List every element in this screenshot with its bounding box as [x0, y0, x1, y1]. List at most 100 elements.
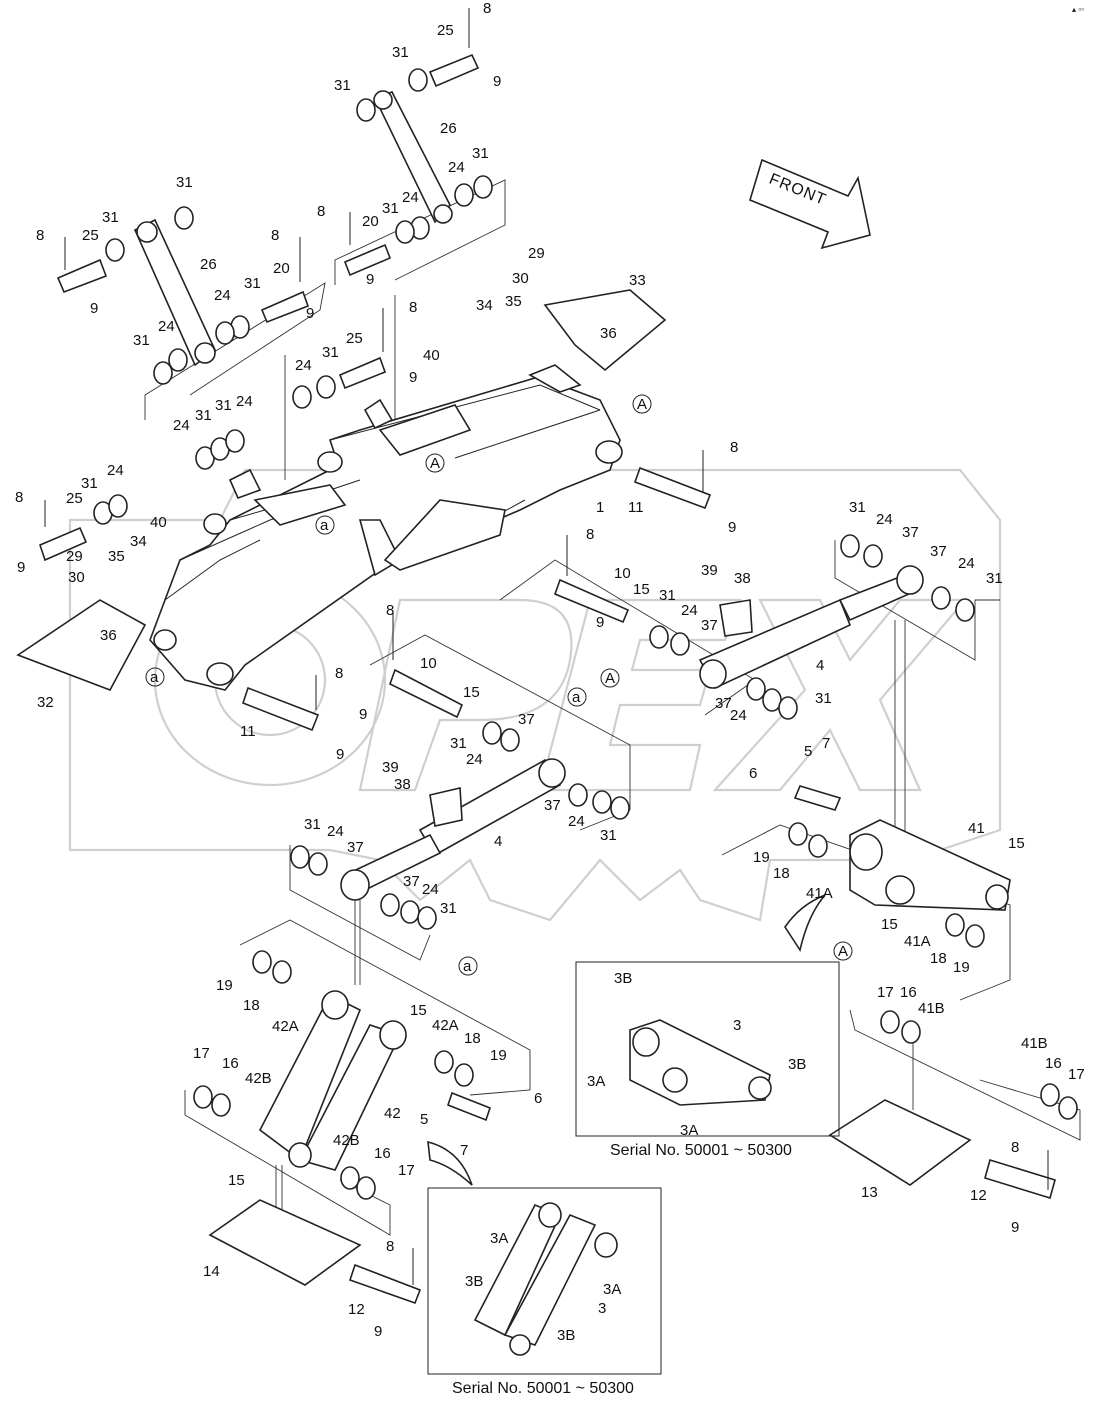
callout-circle	[425, 453, 445, 473]
callout-label-29: 29	[528, 245, 545, 262]
callout-label-8: 8	[271, 227, 279, 244]
callout-label-37: 37	[544, 797, 561, 814]
washer	[168, 348, 188, 372]
callout-label-17: 17	[193, 1045, 210, 1062]
washer	[473, 175, 493, 199]
washer	[108, 494, 128, 518]
washer	[568, 783, 588, 807]
front-direction-arrow: FRONT	[749, 158, 871, 250]
callout-label-32: 32	[37, 694, 54, 711]
callout-label-3A: 3A	[587, 1073, 605, 1090]
callout-label-35: 35	[505, 293, 522, 310]
callout-label-9: 9	[366, 271, 374, 288]
callout-label-24: 24	[158, 318, 175, 335]
inset-pointer-upper	[784, 894, 826, 953]
callout-label-8: 8	[317, 203, 325, 220]
callout-label-24: 24	[730, 707, 747, 724]
washer	[225, 429, 245, 453]
callout-label-A: A	[637, 396, 647, 413]
callout-label-24: 24	[681, 602, 698, 619]
callout-label-37: 37	[403, 873, 420, 890]
washer	[417, 906, 437, 930]
washer	[1058, 1096, 1078, 1120]
callout-label-37: 37	[715, 695, 732, 712]
corner-mark: ▴ ▫▫	[1072, 5, 1084, 14]
washer	[395, 220, 415, 244]
callout-label-40: 40	[423, 347, 440, 364]
parts-geometry	[16, 8, 1078, 1356]
callout-label-26: 26	[440, 120, 457, 137]
washer	[670, 632, 690, 656]
washer	[500, 728, 520, 752]
callout-label-15: 15	[463, 684, 480, 701]
callout-label-31: 31	[450, 735, 467, 752]
inset-caption-upper: Serial No. 50001 ~ 50300	[610, 1142, 792, 1159]
callout-label-24: 24	[876, 511, 893, 528]
callout-label-41: 41	[968, 820, 985, 837]
washer	[215, 321, 235, 345]
callout-label-37: 37	[930, 543, 947, 560]
callout-label-41A: 41A	[806, 885, 833, 902]
inset-pointer-lower	[427, 1140, 473, 1186]
callout-label-10: 10	[614, 565, 631, 582]
callout-circle	[458, 956, 478, 976]
callout-label-24: 24	[568, 813, 585, 830]
callout-circle	[567, 687, 587, 707]
callout-label-14: 14	[203, 1263, 220, 1280]
callout-label-9: 9	[409, 369, 417, 386]
callout-label-7: 7	[822, 735, 830, 752]
washer	[454, 183, 474, 207]
callout-label-a: a	[463, 958, 472, 975]
watermark-logo	[68, 468, 1002, 922]
callout-label-15: 15	[228, 1172, 245, 1189]
callout-label-A: A	[605, 670, 615, 687]
callout-label-8: 8	[409, 299, 417, 316]
washer	[316, 375, 336, 399]
callout-label-5: 5	[420, 1111, 428, 1128]
callout-label-24: 24	[173, 417, 190, 434]
callout-label-19: 19	[490, 1047, 507, 1064]
callout-label-3: 3	[733, 1017, 741, 1034]
callout-label-16: 16	[1045, 1055, 1062, 1072]
callout-label-30: 30	[512, 270, 529, 287]
callout-label-3A: 3A	[680, 1122, 698, 1139]
callout-label-40: 40	[150, 514, 167, 531]
callout-label-24: 24	[448, 159, 465, 176]
callout-label-20: 20	[273, 260, 290, 277]
callout-label-36: 36	[600, 325, 617, 342]
callout-label-8: 8	[586, 526, 594, 543]
callout-label-a: a	[150, 669, 159, 686]
callout-label-15: 15	[1008, 835, 1025, 852]
callout-label-31: 31	[392, 44, 409, 61]
callout-label-24: 24	[214, 287, 231, 304]
washer	[340, 1166, 360, 1190]
callout-label-24: 24	[236, 393, 253, 410]
callout-circle	[315, 515, 335, 535]
callout-label-16: 16	[222, 1055, 239, 1072]
callout-label-17: 17	[398, 1162, 415, 1179]
callout-label-17: 17	[877, 984, 894, 1001]
callout-label-9: 9	[596, 614, 604, 631]
callout-label-a: a	[320, 517, 329, 534]
callout-label-19: 19	[953, 959, 970, 976]
callout-label-34: 34	[130, 533, 147, 550]
callout-label-8: 8	[386, 1238, 394, 1255]
washer	[434, 1050, 454, 1074]
explode-guide-boxes	[144, 179, 1081, 1236]
callout-label-18: 18	[243, 997, 260, 1014]
callout-label-3A: 3A	[603, 1281, 621, 1298]
callout-label-29: 29	[66, 548, 83, 565]
callout-label-24: 24	[466, 751, 483, 768]
washer	[193, 1085, 213, 1109]
callout-label-42B: 42B	[333, 1132, 360, 1149]
callout-label-8: 8	[15, 489, 23, 506]
callout-label-42A: 42A	[432, 1017, 459, 1034]
callout-label-31: 31	[334, 77, 351, 94]
washer	[153, 361, 173, 385]
callout-label-24: 24	[107, 462, 124, 479]
callout-label-4: 4	[494, 833, 502, 850]
callout-label-25: 25	[346, 330, 363, 347]
callout-label-8: 8	[386, 602, 394, 619]
